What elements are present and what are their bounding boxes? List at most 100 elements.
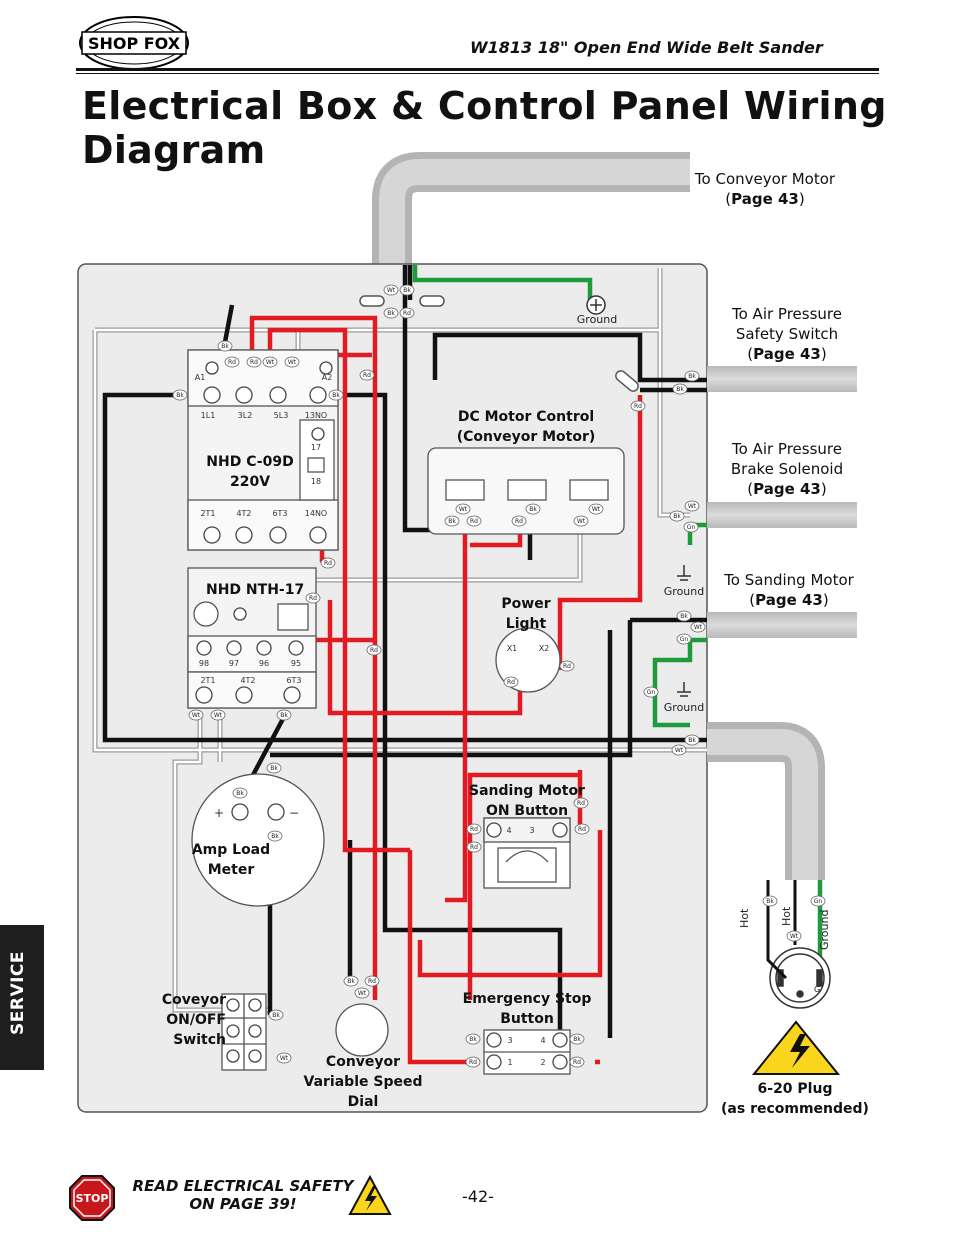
svg-text:−: −: [289, 806, 299, 820]
svg-text:Bk: Bk: [688, 737, 696, 744]
stop-sign-icon: STOP: [68, 1174, 116, 1226]
svg-text:Bk: Bk: [573, 1036, 581, 1043]
speed-dial: [335, 1003, 389, 1057]
ground-symbol-mid: [677, 565, 691, 581]
svg-text:Gn: Gn: [680, 636, 689, 643]
label-air-brake-solenoid: To Air Pressure Brake Solenoid (Page 43): [730, 440, 844, 498]
svg-text:18: 18: [311, 477, 321, 486]
svg-text:95: 95: [291, 659, 301, 668]
contactor-terminals: [203, 361, 333, 544]
svg-text:97: 97: [229, 659, 239, 668]
label-speed-dial: Conveyor Variable Speed Dial: [303, 1054, 423, 1110]
warning-triangle-icon: [347, 1174, 393, 1222]
svg-text:4T2: 4T2: [236, 509, 251, 518]
svg-text:Bk: Bk: [403, 287, 411, 294]
contactor-terminal-labels: A1 1L1 3L2 5L3 13NO A2 2T1 4T2 6T3 14NO …: [195, 373, 333, 518]
hot-label-1: Hot: [738, 908, 751, 928]
svg-text:Wt: Wt: [592, 506, 601, 513]
svg-text:Wt: Wt: [790, 933, 799, 940]
svg-text:Gn: Gn: [814, 898, 823, 905]
svg-text:Wt: Wt: [280, 1055, 289, 1062]
svg-text:Rd: Rd: [470, 844, 478, 851]
svg-text:13NO: 13NO: [305, 411, 327, 420]
svg-text:Bk: Bk: [529, 506, 537, 513]
dc-motor-control: [427, 447, 625, 535]
svg-text:Rd: Rd: [470, 826, 478, 833]
label-conveyor-switch: Coveyor ON/OFF Switch: [161, 992, 226, 1048]
svg-text:Bk: Bk: [673, 513, 681, 520]
header-rule: [76, 68, 879, 71]
svg-text:1: 1: [507, 1058, 512, 1067]
plug-6-20: [769, 947, 831, 1009]
svg-text:17: 17: [311, 443, 321, 452]
svg-text:Bk: Bk: [221, 343, 229, 350]
svg-text:Gn: Gn: [647, 689, 656, 696]
svg-text:Bk: Bk: [271, 833, 279, 840]
svg-text:Rd: Rd: [578, 826, 586, 833]
svg-text:+: +: [214, 806, 224, 820]
svg-text:Rd: Rd: [368, 978, 376, 985]
svg-text:Rd: Rd: [309, 595, 317, 602]
svg-text:Wt: Wt: [387, 287, 396, 294]
svg-text:Bk: Bk: [469, 1036, 477, 1043]
service-tab: SERVICE: [0, 925, 44, 1070]
svg-text:6T3: 6T3: [286, 676, 301, 685]
svg-text:Rd: Rd: [228, 359, 236, 366]
svg-text:Bk: Bk: [176, 392, 184, 399]
svg-text:STOP: STOP: [76, 1192, 109, 1205]
svg-text:Rd: Rd: [515, 518, 523, 525]
svg-text:X2: X2: [539, 644, 550, 653]
svg-text:Bk: Bk: [676, 386, 684, 393]
svg-text:X1: X1: [507, 644, 518, 653]
svg-text:Wt: Wt: [358, 990, 367, 997]
label-amp-meter: Amp Load Meter: [191, 842, 271, 878]
svg-text:Wt: Wt: [266, 359, 275, 366]
label-plug: 6-20 Plug (as recommended): [721, 1081, 869, 1117]
brand-logo-text: SHOP FOX: [88, 34, 181, 53]
svg-text:Wt: Wt: [688, 503, 697, 510]
svg-text:3: 3: [507, 1036, 512, 1045]
svg-text:Rd: Rd: [469, 1059, 477, 1066]
svg-text:Bk: Bk: [766, 898, 774, 905]
ground-label-mid: Ground: [664, 585, 704, 598]
svg-text:Wt: Wt: [192, 712, 201, 719]
label-emergency-stop: Emergency Stop Button: [462, 991, 592, 1027]
svg-text:Rd: Rd: [507, 679, 515, 686]
svg-text:Rd: Rd: [634, 403, 642, 410]
ground-label-top: Ground: [577, 313, 617, 326]
label-sanding-button: Sanding Motor ON Button: [469, 783, 585, 819]
svg-text:Rd: Rd: [563, 663, 571, 670]
svg-text:1L1: 1L1: [201, 411, 216, 420]
svg-text:Wt: Wt: [214, 712, 223, 719]
service-tab-label: SERVICE: [8, 950, 28, 1035]
ground-label-low: Ground: [664, 701, 704, 714]
svg-text:4: 4: [506, 826, 511, 835]
safety-note: READ ELECTRICAL SAFETY ON PAGE 39!: [132, 1177, 354, 1213]
svg-text:Rd: Rd: [363, 372, 371, 379]
label-overload: NHD NTH-17: [206, 582, 305, 598]
svg-text:Wt: Wt: [675, 747, 684, 754]
svg-text:4T2: 4T2: [240, 676, 255, 685]
label-conveyor-motor: To Conveyor Motor (Page 43): [694, 170, 836, 208]
svg-text:Rd: Rd: [403, 310, 411, 317]
svg-text:Wt: Wt: [288, 359, 297, 366]
svg-text:Bk: Bk: [688, 373, 696, 380]
hazard-icon: [751, 1020, 841, 1075]
svg-text:Bk: Bk: [448, 518, 456, 525]
svg-text:Wt: Wt: [459, 506, 468, 513]
svg-text:Bk: Bk: [270, 765, 278, 772]
conduit-conveyor: [372, 152, 690, 300]
svg-text:A2: A2: [322, 373, 333, 382]
svg-text:Rd: Rd: [370, 647, 378, 654]
ground-symbol-top: [586, 295, 606, 315]
svg-text:Wt: Wt: [577, 518, 586, 525]
svg-text:Rd: Rd: [470, 518, 478, 525]
svg-text:Wt: Wt: [694, 624, 703, 631]
model-title: W1813 18" Open End Wide Belt Sander: [470, 38, 823, 57]
svg-text:14NO: 14NO: [305, 509, 327, 518]
svg-text:Rd: Rd: [573, 1059, 581, 1066]
svg-text:A1: A1: [195, 373, 206, 382]
svg-text:Bk: Bk: [272, 1012, 280, 1019]
